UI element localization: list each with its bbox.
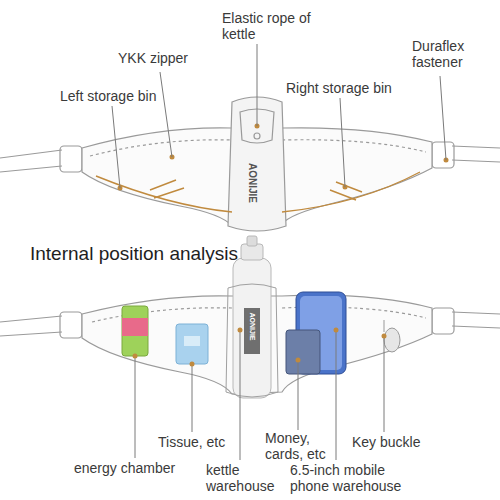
strap bbox=[452, 326, 500, 328]
leader-line bbox=[112, 106, 120, 188]
bottle-body bbox=[233, 258, 271, 398]
leader-dots bbox=[118, 124, 449, 191]
fastener bbox=[60, 146, 82, 172]
section-heading: Internal position analysis bbox=[30, 243, 238, 265]
strap bbox=[452, 160, 500, 162]
leader-line bbox=[336, 330, 337, 460]
bottle-band bbox=[244, 308, 260, 354]
chevron-mark bbox=[150, 180, 184, 198]
strap bbox=[0, 166, 62, 172]
kettle-holder bbox=[226, 284, 278, 397]
bottle-nozzle bbox=[247, 236, 257, 246]
part-name: kettle warehouse bbox=[206, 462, 286, 494]
part-name: Duraflex fastener bbox=[412, 38, 492, 70]
leader-dot bbox=[238, 328, 243, 333]
key-fob bbox=[384, 328, 400, 352]
tissue-label bbox=[184, 336, 200, 346]
top-belt bbox=[0, 97, 500, 231]
strap bbox=[0, 316, 62, 322]
tissue bbox=[176, 324, 208, 364]
part-name: Left storage bin bbox=[60, 88, 200, 104]
leader-line bbox=[340, 98, 345, 187]
leader-line bbox=[298, 360, 299, 430]
card bbox=[286, 330, 320, 374]
gel-pack bbox=[122, 306, 148, 356]
leader-line bbox=[384, 336, 385, 432]
strap bbox=[0, 332, 62, 336]
part-name: energy chamber bbox=[74, 460, 204, 476]
part-name: Key buckle bbox=[352, 434, 452, 450]
energy-gel bbox=[122, 306, 148, 356]
part-name: Tissue, etc bbox=[158, 434, 248, 450]
leader-dot bbox=[190, 362, 195, 367]
leader-line bbox=[160, 72, 172, 157]
brand-mark: AONIJIE bbox=[246, 163, 258, 203]
strap bbox=[0, 150, 62, 158]
rope-toggle bbox=[254, 133, 260, 139]
leader-dot bbox=[296, 358, 301, 363]
part-name: Money, cards, etc bbox=[265, 430, 345, 462]
leader-dot bbox=[334, 328, 339, 333]
leader-line bbox=[257, 44, 258, 126]
part-name: 6.5-inch mobile phone warehouse bbox=[290, 462, 420, 494]
gel-stripe bbox=[122, 318, 148, 336]
tissue-pack bbox=[176, 324, 208, 364]
leader-line bbox=[192, 364, 193, 432]
fastener bbox=[60, 312, 82, 338]
leader-dot bbox=[133, 354, 138, 359]
leader-lines bbox=[135, 330, 384, 460]
strap bbox=[452, 312, 500, 314]
leader-dot bbox=[382, 334, 387, 339]
leader-line bbox=[135, 356, 136, 458]
leader-dots bbox=[133, 328, 387, 367]
brand-mark: AONIJIE bbox=[248, 312, 257, 340]
part-name: YKK zipper bbox=[118, 50, 218, 66]
strap bbox=[452, 146, 500, 148]
chevron-mark bbox=[330, 182, 362, 200]
leader-lines bbox=[112, 44, 446, 188]
phone bbox=[286, 292, 346, 374]
hem-line bbox=[282, 172, 420, 212]
fastener bbox=[432, 142, 454, 168]
part-name: Right storage bin bbox=[286, 80, 436, 96]
fastener bbox=[432, 308, 454, 334]
leader-line bbox=[440, 76, 446, 160]
leader-line bbox=[240, 330, 241, 460]
hem-line bbox=[96, 176, 232, 212]
key-ring bbox=[384, 320, 385, 332]
part-name: Elastic rope of kettle bbox=[222, 10, 332, 42]
